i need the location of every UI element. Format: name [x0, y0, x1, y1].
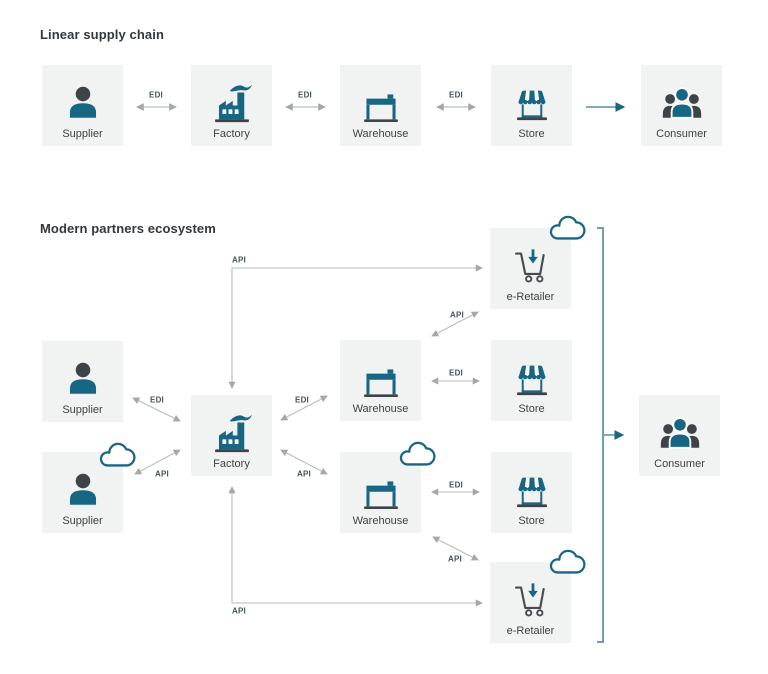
- node-modern-eretailer-2: e-Retailer: [490, 562, 571, 643]
- node-label: Store: [518, 402, 545, 415]
- shopping-cart-download-icon: [508, 578, 554, 624]
- api-arrow-supplier2-factory: [134, 449, 181, 475]
- storefront-icon: [509, 81, 555, 127]
- edi-arrow-factory-warehouse1: [280, 395, 328, 421]
- api-elbow-factory-eretailer1: [228, 264, 483, 389]
- node-label: e-Retailer: [506, 290, 555, 303]
- warehouse-icon: [358, 81, 404, 127]
- storefront-icon: [509, 468, 555, 514]
- modern-section-title: Modern partners ecosystem: [40, 221, 216, 236]
- node-label: Consumer: [654, 457, 705, 470]
- api-label: API: [448, 554, 462, 564]
- factory-icon: [209, 411, 255, 457]
- cloud-icon: [547, 214, 587, 242]
- people-group-icon: [657, 411, 703, 457]
- node-modern-eretailer-1: e-Retailer: [490, 228, 571, 309]
- person-icon: [60, 468, 106, 514]
- api-arrow-factory-warehouse2: [280, 449, 328, 475]
- node-label: Consumer: [656, 127, 707, 140]
- node-modern-warehouse-1: Warehouse: [340, 340, 421, 421]
- edi-arrow-supplier1-factory: [132, 397, 181, 422]
- node-label: Supplier: [62, 514, 103, 527]
- collector-bracket: [597, 227, 604, 643]
- api-arrow-warehouse1-eretailer1: [431, 311, 479, 337]
- edi-label: EDI: [149, 90, 163, 100]
- edi-label: EDI: [449, 480, 463, 490]
- warehouse-icon: [358, 356, 404, 402]
- api-elbow-factory-eretailer2: [228, 486, 483, 607]
- node-label: Warehouse: [352, 127, 409, 140]
- edi-label: EDI: [150, 395, 164, 405]
- storefront-icon: [509, 356, 555, 402]
- api-label: API: [297, 469, 311, 479]
- node-linear-factory: Factory: [191, 65, 272, 146]
- node-linear-store: Store: [491, 65, 572, 146]
- edi-label: EDI: [295, 395, 309, 405]
- node-label: Warehouse: [352, 402, 409, 415]
- shopping-cart-download-icon: [508, 244, 554, 290]
- node-modern-store-1: Store: [491, 340, 572, 421]
- node-modern-supplier-1: Supplier: [42, 341, 123, 422]
- cloud-icon: [397, 440, 437, 468]
- api-label: API: [155, 469, 169, 479]
- linear-section-title: Linear supply chain: [40, 27, 164, 42]
- edi-label: EDI: [298, 90, 312, 100]
- edi-label: EDI: [449, 90, 463, 100]
- node-label: Factory: [213, 457, 250, 470]
- node-linear-supplier: Supplier: [42, 65, 123, 146]
- node-modern-factory: Factory: [191, 395, 272, 476]
- node-label: Store: [518, 514, 545, 527]
- node-label: Warehouse: [352, 514, 409, 527]
- node-modern-consumer: Consumer: [639, 395, 720, 476]
- node-label: e-Retailer: [506, 624, 555, 637]
- edi-label: EDI: [449, 368, 463, 378]
- node-linear-warehouse: Warehouse: [340, 65, 421, 146]
- node-label: Factory: [213, 127, 250, 140]
- node-label: Supplier: [62, 127, 103, 140]
- cloud-icon: [547, 548, 587, 576]
- api-label: API: [232, 255, 246, 265]
- api-label: API: [232, 606, 246, 616]
- node-label: Store: [518, 127, 545, 140]
- node-modern-store-2: Store: [491, 452, 572, 533]
- people-group-icon: [659, 81, 705, 127]
- cloud-icon: [97, 441, 137, 469]
- node-label: Supplier: [62, 403, 103, 416]
- factory-icon: [209, 81, 255, 127]
- person-icon: [60, 81, 106, 127]
- node-linear-consumer: Consumer: [641, 65, 722, 146]
- api-label: API: [450, 310, 464, 320]
- api-arrow-warehouse2-eretailer2: [432, 536, 479, 561]
- warehouse-icon: [358, 468, 404, 514]
- person-icon: [60, 357, 106, 403]
